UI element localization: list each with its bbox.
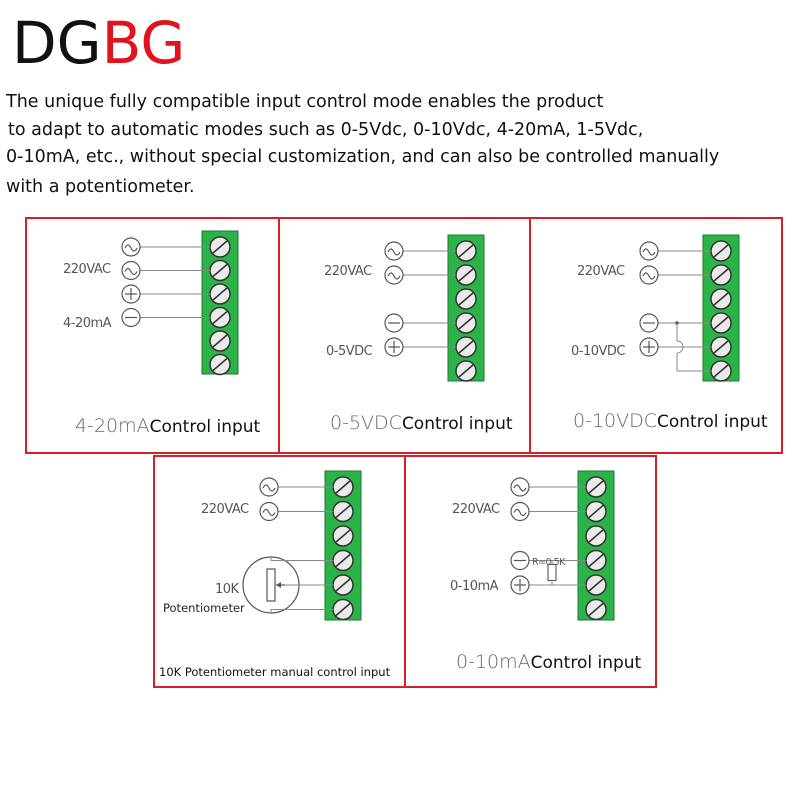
terminal-screw-slot <box>212 287 228 301</box>
ac-label: 220VAC <box>324 264 372 279</box>
potentiometer-resistor <box>266 568 276 602</box>
brand-logo: DGBG <box>12 14 185 72</box>
ac-wave <box>642 248 656 256</box>
panel-caption: 0-10mAControl input <box>456 651 641 673</box>
terminal-screw-slot <box>212 310 228 325</box>
wires <box>510 477 586 595</box>
terminal-screw-slot <box>212 334 228 348</box>
ac-label: 220VAC <box>452 502 500 517</box>
ac-wave <box>262 508 276 517</box>
wiring-diagram-0-10vdc <box>639 234 740 382</box>
terminal-screw-slot <box>335 553 351 568</box>
panel-0-5vdc: 220VAC 0-5VDC 0-5VDCControl input <box>278 217 531 454</box>
terminal-screw-slot <box>212 263 228 278</box>
terminal-screw-slot <box>458 292 474 306</box>
signal-label: 0-10mA <box>450 579 499 594</box>
signal-label: 0-10VDC <box>571 344 625 359</box>
terminal-screw-slot <box>458 364 474 378</box>
intro-line-4: with a potentiometer. <box>6 177 195 197</box>
potentiometer-wiper-arrow <box>276 582 281 588</box>
caption-code: 0-10VDC <box>573 410 658 432</box>
potentiometer-value-label: 10K <box>215 582 239 597</box>
ac-wave <box>387 248 401 256</box>
potentiometer-name-label: Potentiometer <box>163 601 245 615</box>
terminal-screw-slot <box>713 316 729 330</box>
caption-code: 0-10mA <box>456 651 531 673</box>
terminal-screw-slot <box>212 357 228 372</box>
panel-caption: 0-10VDCControl input <box>573 410 768 432</box>
wires <box>384 241 456 357</box>
terminal-screw-slot <box>713 244 729 258</box>
terminal-screw-slot <box>588 553 604 568</box>
terminal-screw-slot <box>713 364 729 378</box>
wires <box>639 241 711 372</box>
caption-text: Control input <box>401 414 513 434</box>
terminal-block <box>447 234 485 382</box>
ac-label: 220VAC <box>63 262 111 277</box>
ac-wave <box>124 244 138 252</box>
terminal-screw-slot <box>335 504 351 519</box>
terminal-block <box>324 470 362 621</box>
caption-code: 4-20mA <box>75 415 150 437</box>
ac-label: 220VAC <box>577 264 625 279</box>
terminal-screw-slot <box>458 268 474 282</box>
terminal-screw-slot <box>713 292 729 306</box>
terminal-screw-slot <box>335 480 351 494</box>
terminal-block <box>577 470 615 621</box>
panel-caption: 4-20mAControl input <box>75 415 260 437</box>
intro-line-1: The unique fully compatible input contro… <box>6 92 604 112</box>
terminal-screw-slot <box>335 602 351 617</box>
ac-wave <box>124 267 138 276</box>
caption-text: Control input <box>530 653 642 673</box>
wire-crossover <box>676 340 684 354</box>
wires <box>242 477 333 614</box>
terminal-screw-slot <box>458 316 474 330</box>
panel-caption: 10K Potentiometer manual control input <box>159 665 390 679</box>
ac-wave <box>513 484 527 492</box>
brand-logo-dg: DG <box>12 9 102 77</box>
terminal-block <box>201 230 239 376</box>
resistor-label: R=0.5K <box>532 557 565 568</box>
wiring-diagram-potentiometer <box>242 470 362 621</box>
caption-text: Control input <box>149 417 261 437</box>
terminal-screw-slot <box>588 480 604 494</box>
wires <box>121 237 210 328</box>
terminal-screw-slot <box>588 529 604 543</box>
caption-text: Control input <box>657 412 768 432</box>
terminal-screw-slot <box>588 504 604 519</box>
brand-logo-bg: BG <box>101 9 186 77</box>
signal-label: 4-20mA <box>63 316 112 331</box>
intro-line-2: to adapt to automatic modes such as 0-5V… <box>8 120 644 140</box>
terminal-screw-slot <box>588 578 604 592</box>
wiring-diagram-0-10ma <box>510 470 615 621</box>
terminal-screw-slot <box>458 340 474 354</box>
terminal-screw-slot <box>458 244 474 258</box>
ac-wave <box>262 484 276 492</box>
terminal-screw-slot <box>335 578 351 592</box>
panel-potentiometer: 220VAC 10K Potentiometer 10K Potentiomet… <box>153 455 406 688</box>
ac-wave <box>387 272 401 280</box>
terminal-screw-slot <box>713 268 729 282</box>
terminal-screw-slot <box>713 340 729 354</box>
ac-label: 220VAC <box>201 502 249 517</box>
wiring-diagram-0-5vdc <box>384 234 485 382</box>
terminal-block <box>702 234 740 382</box>
terminal-screw-slot <box>212 240 228 254</box>
ac-wave <box>642 272 656 280</box>
panel-caption: 0-5VDCControl input <box>330 412 513 434</box>
panel-0-10vdc: 220VAC 0-10VDC 0-10VDCControl input <box>529 217 783 454</box>
ac-wave <box>513 508 527 517</box>
panel-0-10ma: 220VAC 0-10mA R=0.5K 0-10mAControl input <box>404 455 657 688</box>
terminal-screw-slot <box>335 529 351 543</box>
panel-4-20ma: 220VAC 4-20mA 4-20mAControl input <box>25 217 280 454</box>
intro-line-3: 0-10mA, etc., without special customizat… <box>6 147 720 167</box>
caption-text: 10K Potentiometer manual control input <box>159 665 391 679</box>
caption-code: 0-5VDC <box>330 412 402 434</box>
wiring-diagram-4-20ma <box>121 230 239 376</box>
terminal-screw-slot <box>588 602 604 617</box>
signal-label: 0-5VDC <box>326 344 373 359</box>
